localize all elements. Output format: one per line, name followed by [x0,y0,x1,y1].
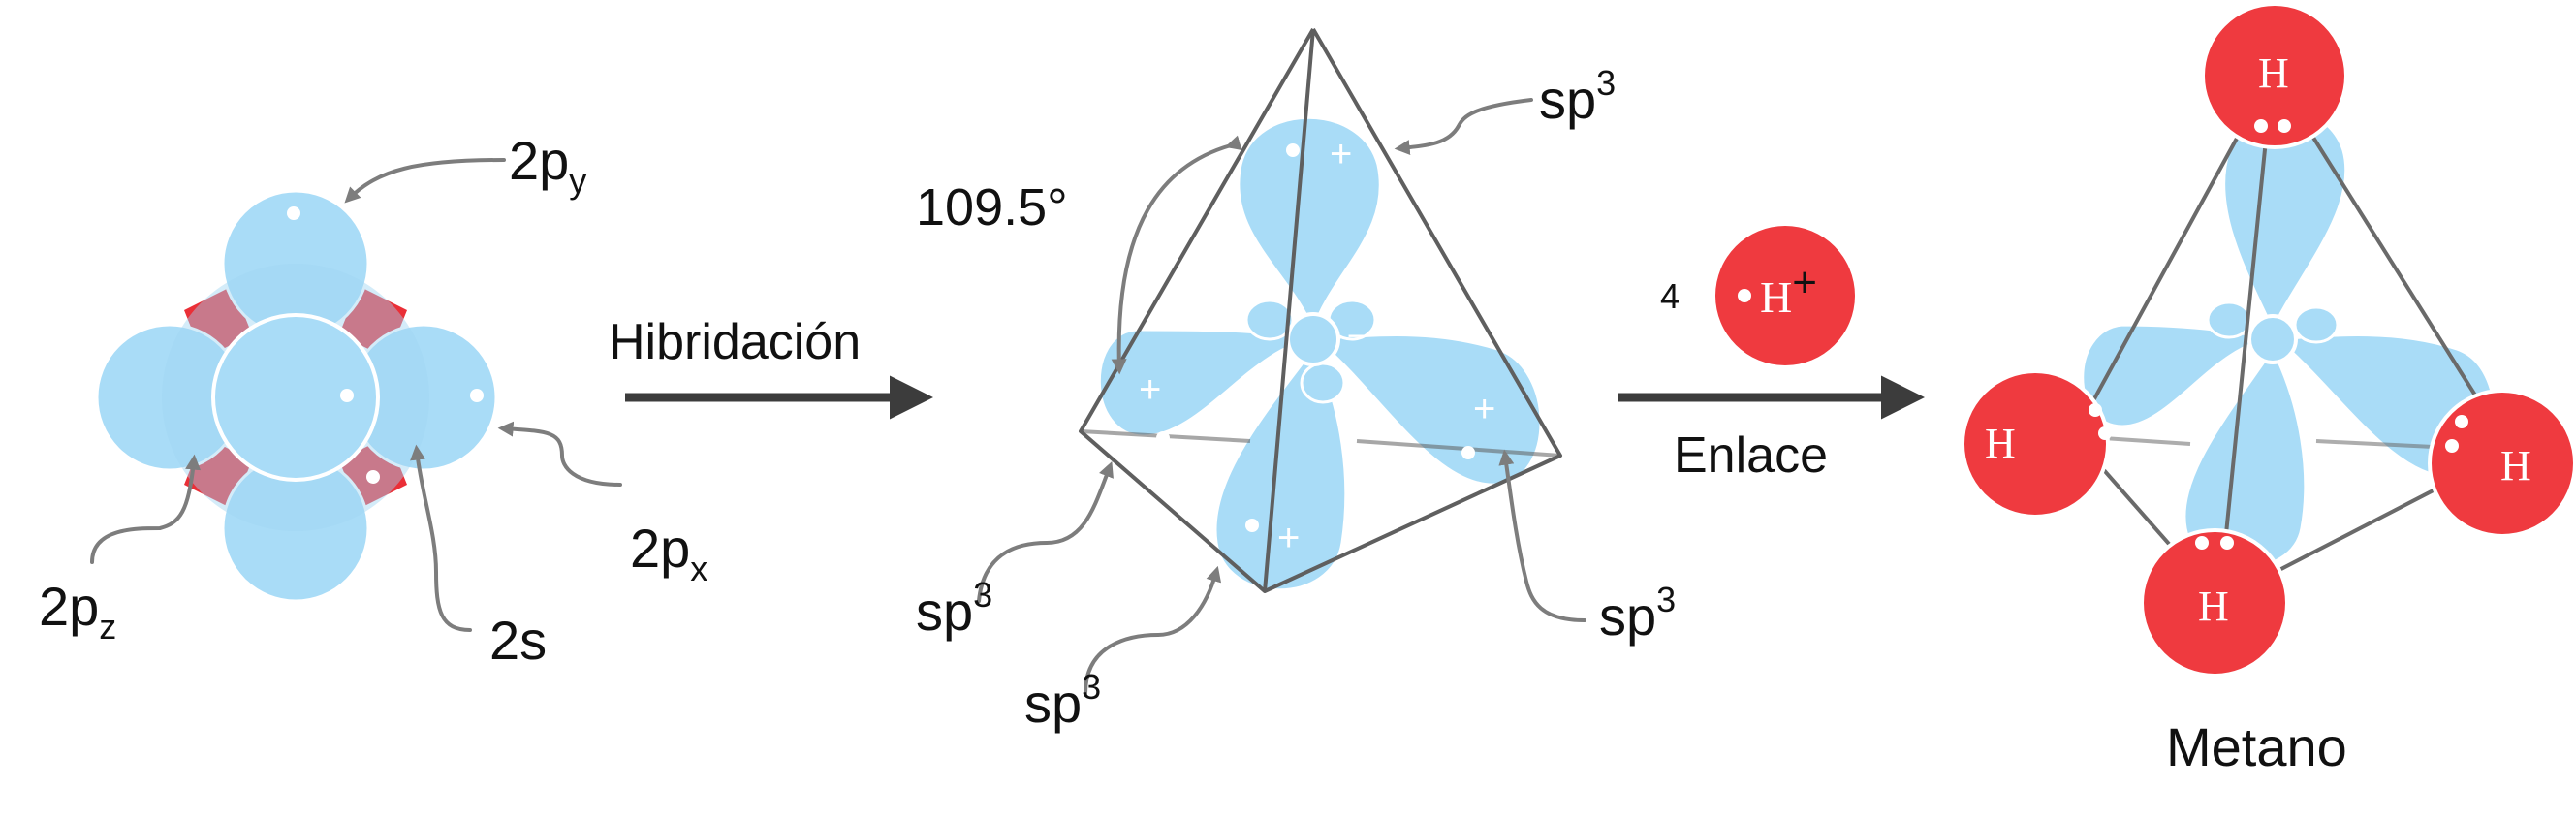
hydrogen-ion-symbol: H+ [1760,259,1817,322]
sp3-label-left: sp3 [916,575,992,642]
atom-callouts [90,158,622,632]
sp3-label-top-right: sp3 [1539,63,1616,130]
svg-text:H: H [2500,442,2531,489]
methane-lobes [2081,109,2497,570]
sp3-lobe-top [1237,115,1382,334]
hydrogen-ion [1715,226,1855,365]
electron-dots [287,206,484,484]
label-2pz: 2pz [39,576,116,647]
methane-hydrogen-bottom: H [2140,528,2289,678]
sign-plus-top: + [1330,133,1352,175]
methane-group: H H H H Metano [1961,2,2576,777]
label-2py: 2py [509,130,586,201]
sign-plus-bottom: + [1277,517,1300,559]
methane-hydrogen-right: H [2428,389,2576,538]
coefficient-4: 4 [1660,276,1680,316]
svg-text:H: H [1985,420,2016,467]
hydrogen-ion-electron [1738,289,1751,302]
sign-minus: − [1347,318,1367,355]
methane-name: Metano [2166,716,2347,777]
sp3-electron-dots [1156,143,1475,532]
orbital-2s [211,313,380,482]
svg-text:H: H [2198,583,2229,630]
sp3-label-bottom: sp3 [1024,667,1101,734]
hybridization-label: Hibridación [609,314,861,370]
methane-hydrogen-top: H [2201,2,2348,149]
sp3-tetrahedron-group: + + + + − 109.5° sp3 sp3 sp3 sp3 [916,27,1676,734]
sp3-callouts [977,98,1586,695]
svg-text:H: H [2258,49,2289,97]
sp3-signs: + + + + − [1139,133,1495,559]
methane-nucleus [2247,314,2298,364]
sign-plus-left: + [1139,368,1161,411]
hybridization-arrow: Hibridación [609,314,933,420]
bond-label: Enlace [1674,427,1828,484]
label-2px: 2px [630,518,707,588]
angle-arc [1111,135,1242,375]
sp3-label-right: sp3 [1599,580,1676,647]
sp3-nucleus [1286,312,1340,366]
sp3-lobe-right [1312,333,1543,487]
sign-plus-right: + [1473,388,1495,430]
atomic-orbitals-group: 2py 2px 2pz 2s [39,130,707,671]
angle-label: 109.5° [916,178,1068,237]
label-2s: 2s [489,610,547,671]
reaction-group: 4 H+ Enlace [1618,226,1925,484]
methane-hydrogen-left: H [1961,369,2112,519]
